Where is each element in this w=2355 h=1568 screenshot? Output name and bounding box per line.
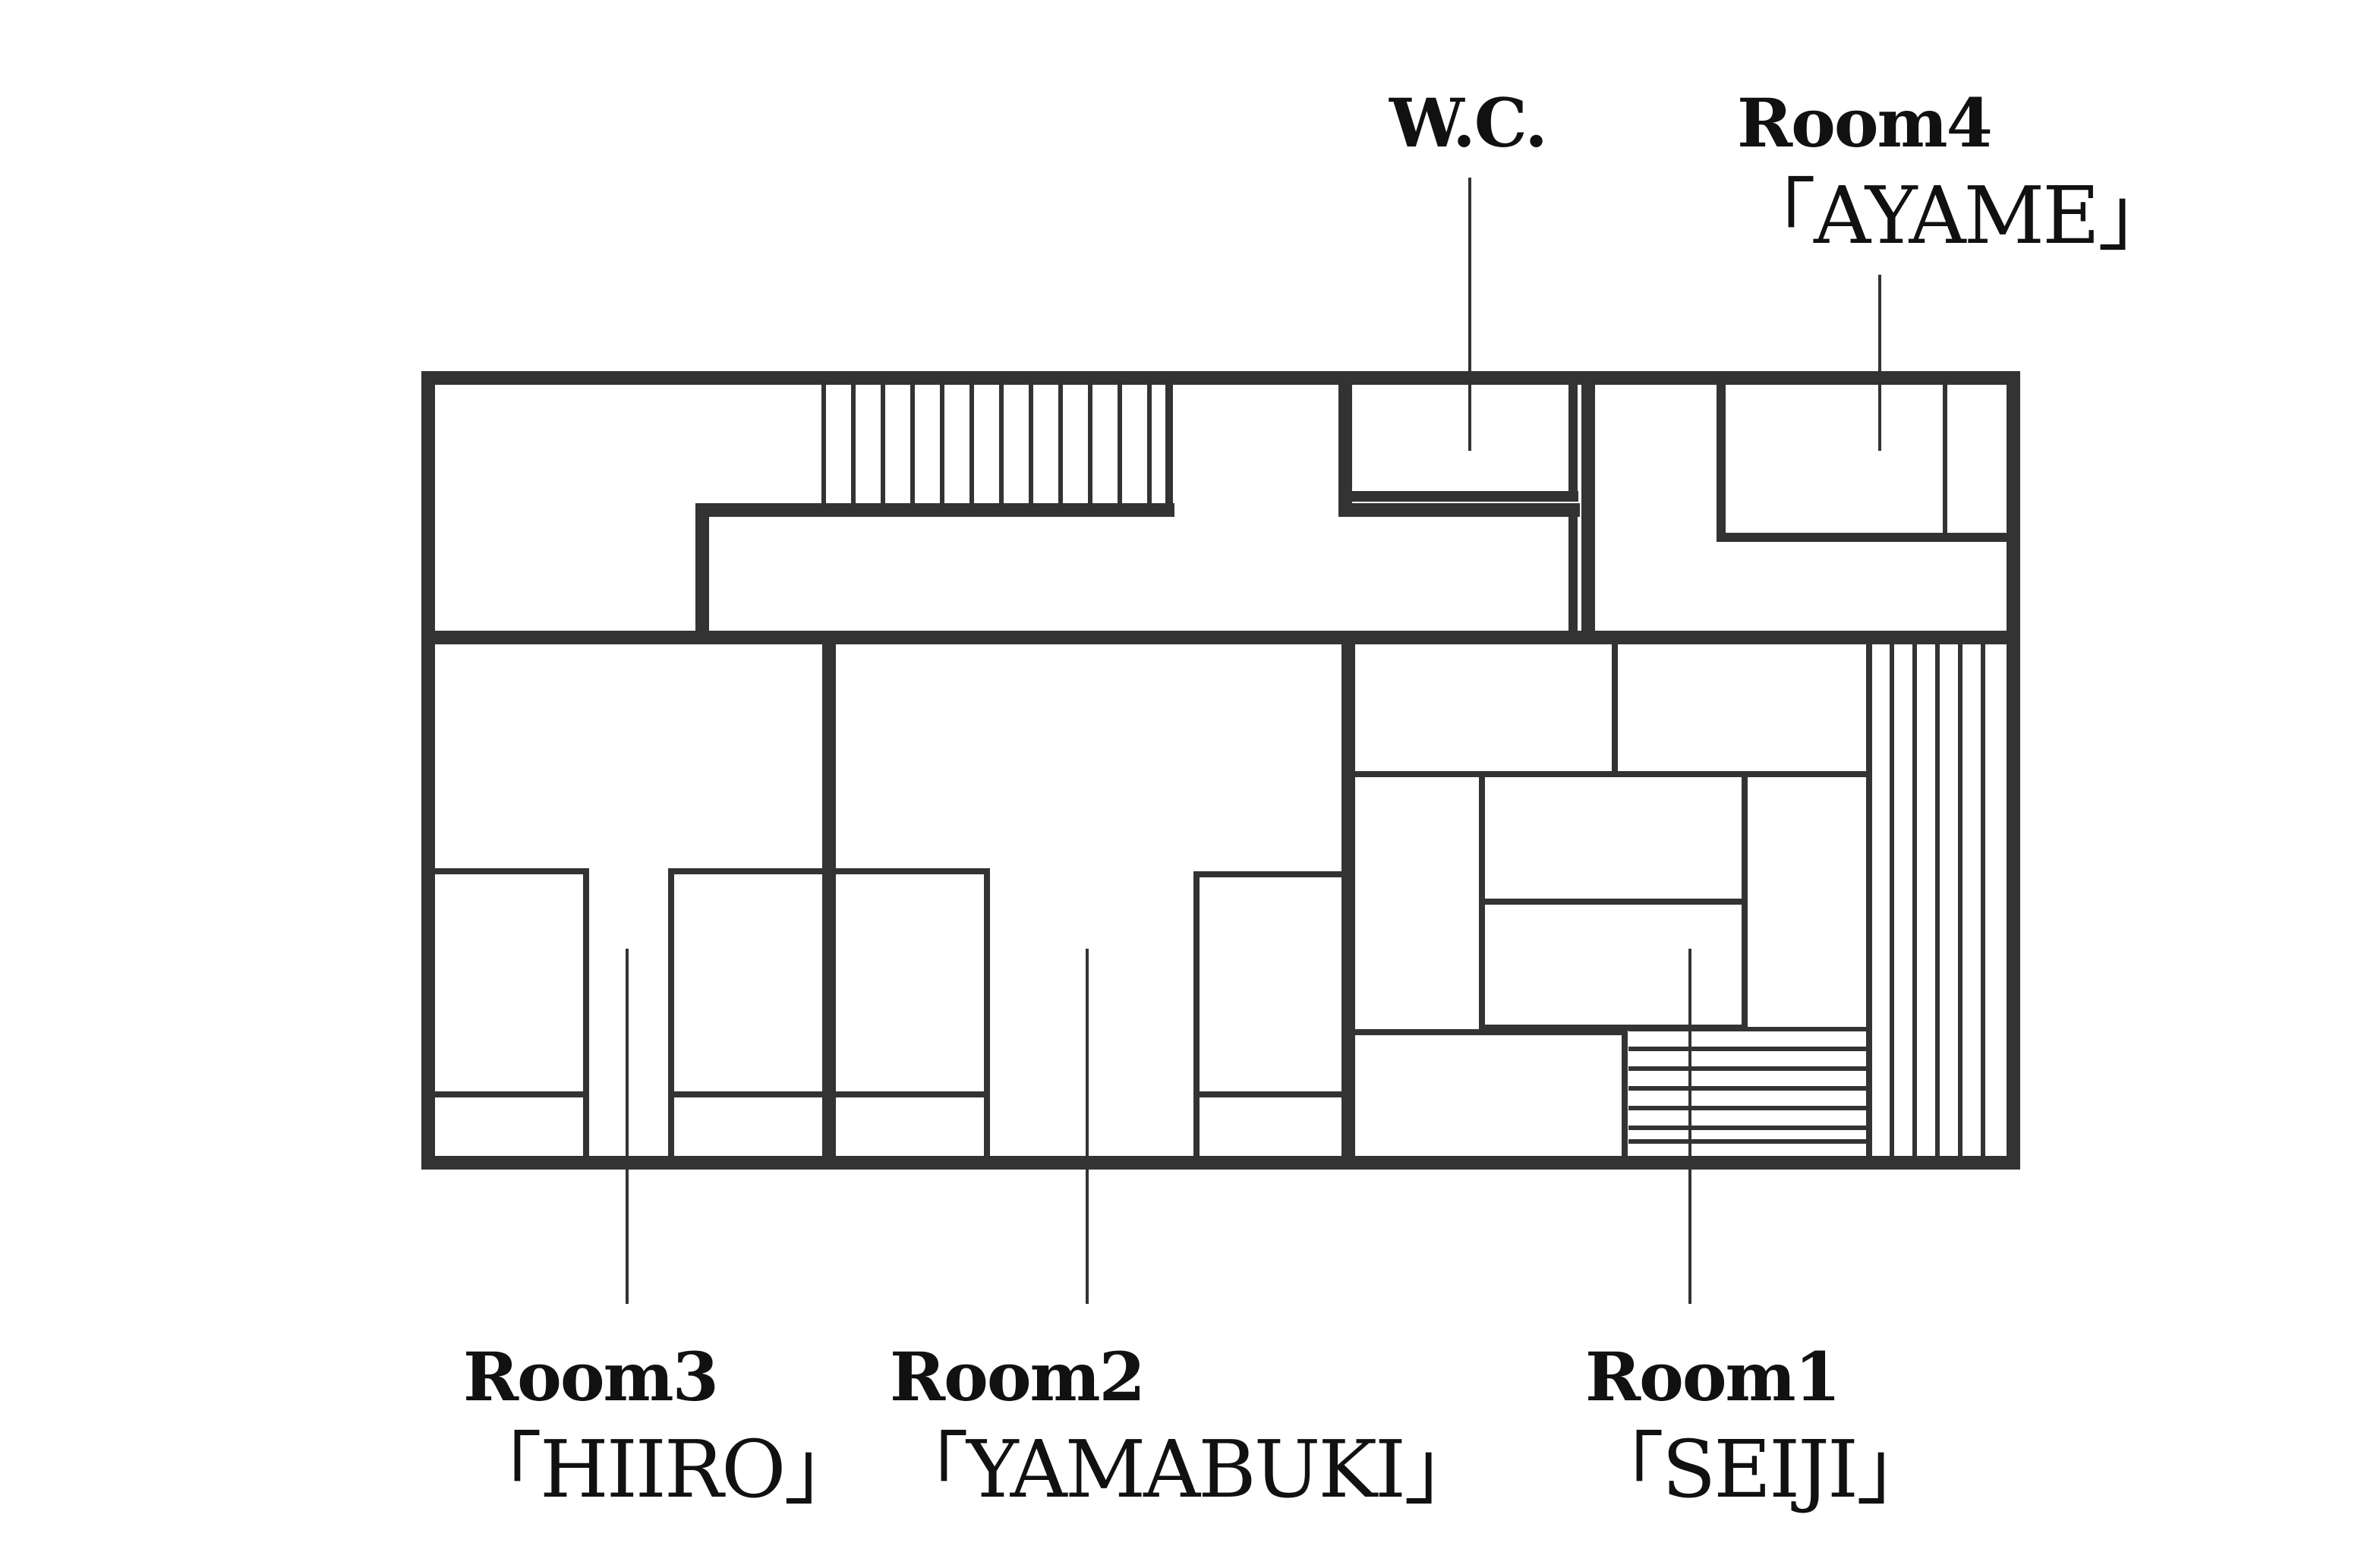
room1-interior	[1353, 641, 1872, 1158]
lower-horizontal-stairs	[1628, 1027, 1871, 1144]
room2-label: Room2 「YAMABUKI」	[890, 1337, 1483, 1516]
upper-staircase	[821, 382, 1173, 514]
room2-label-sub: 「YAMABUKI」	[890, 1423, 1483, 1516]
room4-label: Room4 「AYAME」	[1737, 83, 2177, 262]
leader-lines	[626, 178, 1881, 1304]
room3-interior	[433, 868, 826, 1158]
corridor-wall	[695, 503, 1174, 644]
room1-label-sub: 「SEIJI」	[1585, 1423, 1935, 1516]
outer-wall	[421, 371, 2020, 1170]
room4-label-sub: 「AYAME」	[1737, 169, 2177, 262]
room4-label-name: Room4	[1737, 83, 1993, 162]
right-vertical-stairs	[1890, 643, 1985, 1157]
room2-label-name: Room2	[890, 1337, 1146, 1416]
room3-label: Room3 「HIIRO」	[463, 1337, 862, 1516]
room3-label-name: Room3	[463, 1337, 719, 1416]
wc-label: W.C.	[1389, 83, 1548, 162]
room1-label-name: Room1	[1585, 1337, 1841, 1416]
room4-inner-wall	[1717, 381, 2018, 542]
wc-label-name: W.C.	[1389, 83, 1548, 162]
room3-label-sub: 「HIIRO」	[463, 1423, 862, 1516]
room2-interior	[832, 868, 1345, 1158]
room1-label: Room1 「SEIJI」	[1585, 1337, 1935, 1516]
wc-wall	[1338, 379, 1580, 517]
